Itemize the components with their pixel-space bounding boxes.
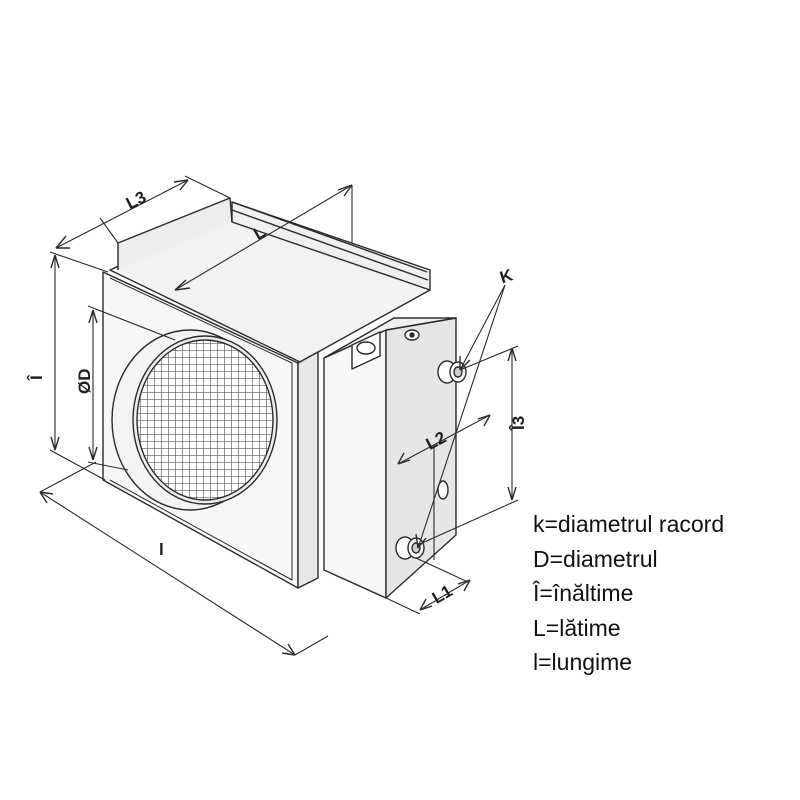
- legend-item-length: l=lungime: [533, 649, 633, 675]
- filter-grille: [137, 340, 273, 500]
- label-i3: Î3: [509, 416, 528, 431]
- duct-connection: [111, 329, 278, 511]
- legend-item-width: L=lătime: [533, 614, 621, 641]
- rear-duct-sleeve: [117, 197, 233, 270]
- label-l3: L3: [123, 187, 149, 213]
- label-height-i: Î: [27, 374, 46, 381]
- label-length-l: l: [159, 540, 164, 559]
- legend-item-k: k=diametrul racord: [533, 511, 725, 537]
- connection-box: [323, 317, 457, 599]
- connector-lower: [395, 536, 425, 560]
- label-diameter: ØD: [75, 369, 94, 395]
- dimension-legend: k=diametrul racord D=diametrul Î=înăltim…: [533, 507, 724, 680]
- legend-item-height: Î=înăltime: [533, 580, 634, 606]
- dimension-lines: [39, 175, 519, 656]
- connector-upper: [437, 360, 467, 384]
- label-l1: L1: [429, 581, 456, 607]
- legend-item-d: D=diametrul: [533, 545, 658, 572]
- label-k: K: [498, 265, 516, 287]
